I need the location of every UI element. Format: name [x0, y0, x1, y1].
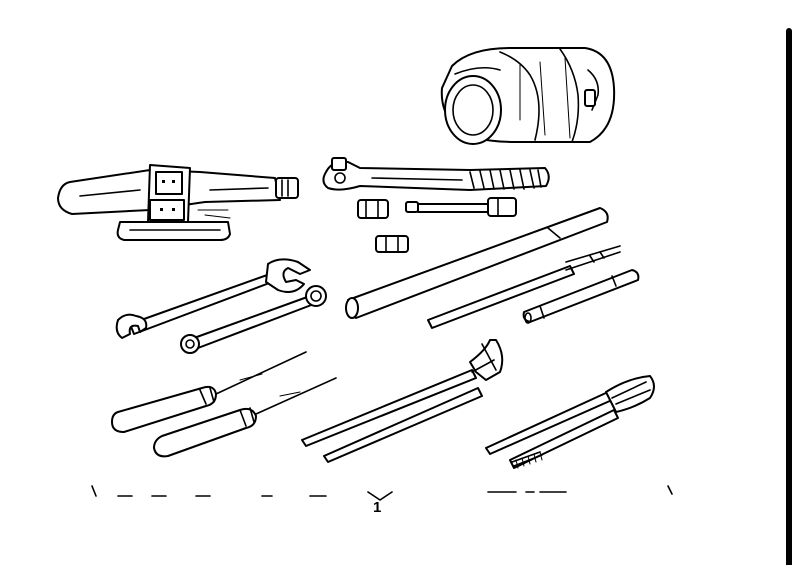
combination-pliers-icon — [485, 375, 655, 469]
open-end-wrench-icon — [115, 258, 311, 339]
tool-bag-icon — [440, 47, 616, 145]
page-edge-bar — [786, 28, 792, 565]
scissor-jack-icon — [57, 164, 299, 241]
water-pump-pliers-icon — [301, 339, 504, 463]
ratchet-handle-icon — [322, 157, 550, 191]
screwdriver-icon — [111, 351, 337, 458]
socket-icon — [357, 199, 409, 253]
callout-bracket — [91, 485, 673, 501]
ring-spanner-icon — [180, 285, 327, 354]
wheel-brace-icon — [345, 207, 640, 329]
extension-bar-icon — [405, 197, 517, 217]
callout-number: 1 — [373, 499, 382, 516]
